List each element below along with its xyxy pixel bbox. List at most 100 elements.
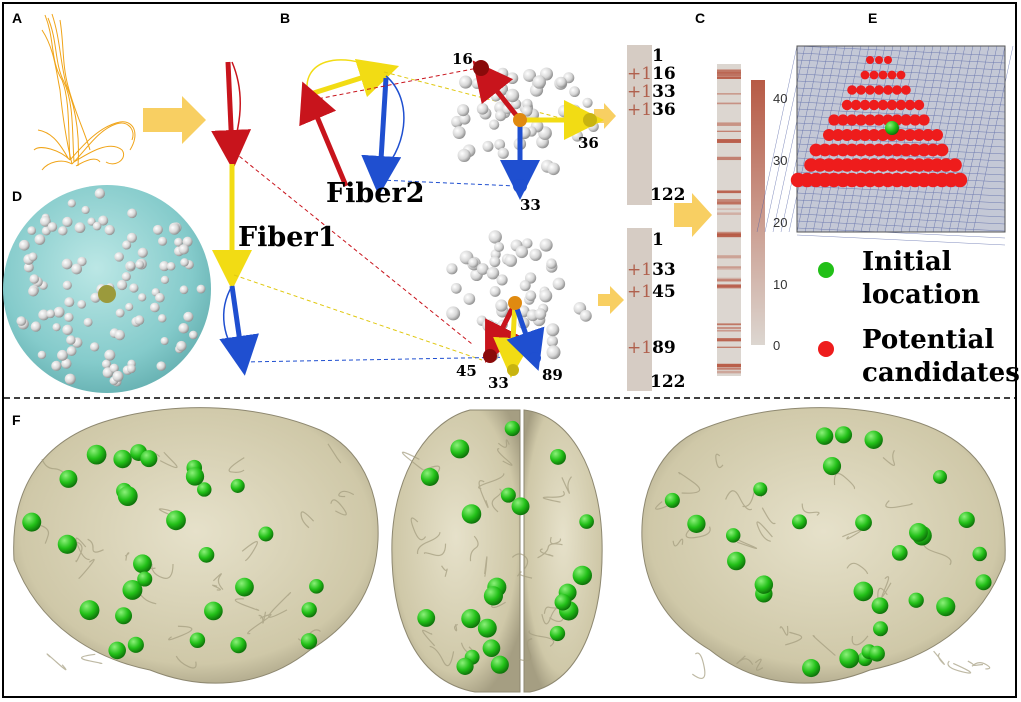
roi-marker	[185, 467, 205, 486]
vector-top-row: +133	[627, 82, 676, 102]
vector-bottom-row: 122	[650, 372, 686, 392]
roi-marker	[822, 456, 842, 476]
direction-sample-point	[74, 222, 86, 234]
roi-marker	[753, 482, 768, 497]
roi-marker	[301, 602, 317, 618]
direction-sample-point	[166, 261, 176, 271]
unit-sphere	[3, 185, 211, 393]
fiber2-label: Fiber2	[326, 178, 425, 209]
direction-sample-point	[126, 261, 136, 271]
candidate-point	[873, 114, 885, 126]
direction-sample-point	[28, 286, 39, 297]
profile-stripe	[717, 266, 741, 268]
cloud-point	[539, 238, 553, 252]
candidate-point	[859, 99, 871, 111]
direction-point-cloud-bottom	[446, 230, 592, 362]
candidate-point	[868, 129, 880, 141]
cloud-point	[486, 266, 500, 280]
direction-sample-point	[18, 239, 30, 251]
cloud-point	[539, 289, 553, 303]
profile-stripe	[717, 339, 741, 342]
direction-sample-point	[179, 285, 189, 295]
direction-sample-point	[46, 309, 55, 319]
candidate-point	[918, 114, 930, 126]
vector-top-row: 122	[650, 185, 686, 205]
profile-stripe	[717, 323, 741, 326]
candidate-point	[908, 143, 922, 157]
direction-sample-point	[61, 258, 73, 270]
direction-sample-point	[189, 330, 198, 340]
direction-sample-point	[81, 205, 90, 215]
candidate-point	[850, 129, 862, 141]
candidate-point	[859, 129, 871, 141]
candidate-point	[892, 85, 902, 95]
profile-stripe	[717, 268, 741, 270]
roi-marker	[839, 648, 860, 669]
profile-stripe	[717, 279, 741, 282]
correspondence-lines	[233, 67, 569, 363]
candidate-point	[823, 129, 835, 141]
profile-stripes	[717, 69, 741, 374]
candidate-point	[875, 56, 883, 64]
roi-marker	[802, 659, 821, 678]
roi-marker	[972, 546, 987, 562]
candidate-point	[818, 143, 832, 157]
candidate-point	[874, 85, 884, 95]
candidate-point	[869, 70, 879, 80]
cloud-point	[505, 88, 520, 103]
direction-sample-point	[109, 363, 119, 373]
candidate-point	[878, 70, 888, 80]
roi-marker	[864, 430, 883, 450]
cloud-point	[525, 290, 537, 302]
direction-sample-point	[180, 258, 189, 267]
brain-roi-markers	[22, 420, 992, 678]
roi-marker	[572, 565, 593, 586]
count-vector-bottom	[627, 228, 652, 391]
fiber1-arrows	[211, 61, 259, 376]
cloud-point	[489, 119, 500, 130]
profile-stripe	[717, 102, 741, 105]
cloud-point	[495, 109, 507, 122]
direction-sample-point	[134, 315, 145, 326]
roi-marker	[235, 577, 254, 597]
cloud-point	[534, 308, 547, 320]
panel-label-c: C	[695, 10, 706, 26]
direction-sample-point	[71, 263, 83, 275]
profile-stripe	[717, 139, 741, 143]
direction-sample-point	[57, 349, 68, 361]
candidate-point	[922, 129, 934, 141]
direction-sample-point	[98, 215, 109, 226]
direction-sample-point	[138, 293, 147, 302]
candidate-point	[883, 85, 893, 95]
roi-marker	[461, 609, 481, 629]
cloud-point	[556, 76, 567, 88]
roi-marker	[975, 574, 992, 591]
roi-marker	[932, 469, 947, 484]
fiber2-arrows	[299, 58, 405, 196]
cloud-point	[476, 263, 489, 275]
direction-sample-point	[62, 280, 72, 290]
direction-sample-point	[51, 360, 62, 371]
cloud-point	[497, 147, 509, 159]
vector-top-row: 1	[652, 46, 664, 66]
candidate-point	[913, 129, 925, 141]
candidate-point	[865, 85, 875, 95]
cloud-point	[489, 286, 501, 297]
profile-stripe	[717, 208, 741, 210]
cloud-point	[519, 280, 531, 292]
brain-left-lateral	[13, 407, 379, 684]
roi-marker	[258, 526, 274, 542]
cloud-point	[546, 345, 561, 360]
cloud-point	[446, 306, 461, 321]
vector-top-row: +136	[627, 100, 676, 120]
candidate-point	[827, 143, 841, 157]
candidate-point	[841, 99, 853, 111]
profile-stripe	[717, 130, 741, 132]
roi-marker	[725, 528, 741, 543]
roi-marker	[664, 492, 680, 508]
roi-marker	[79, 600, 100, 621]
direction-sample-point	[178, 323, 189, 334]
direction-sample-point	[125, 302, 134, 311]
